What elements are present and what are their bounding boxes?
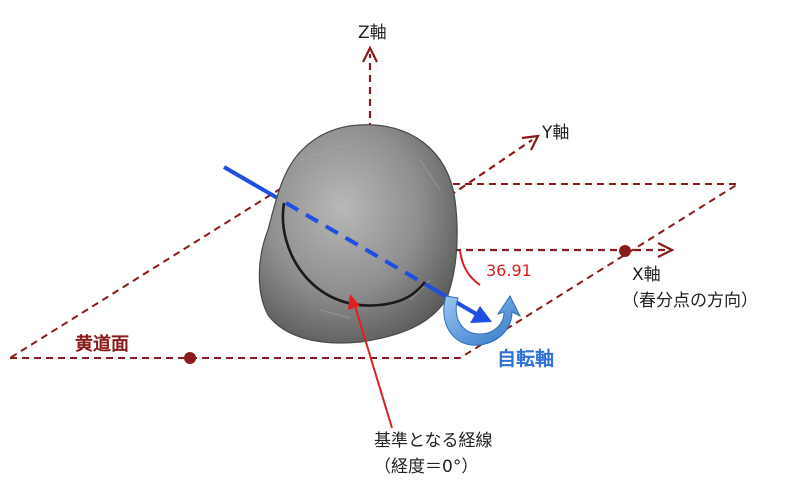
ecliptic-plane-dot: [184, 352, 196, 364]
z-axis-label: Z軸: [358, 23, 387, 43]
y-axis-label: Y軸: [541, 123, 569, 143]
angle-value-label: 36.91: [486, 261, 532, 280]
reference-meridian-label: 基準となる経線: [374, 431, 493, 451]
ecliptic-plane: [6, 183, 742, 359]
spin-axis-label: 自転軸: [497, 347, 554, 370]
ecliptic-plane-label: 黄道面: [75, 333, 129, 355]
spin-axis-arrowhead: [470, 306, 492, 323]
x-axis-vernal-dot: [619, 245, 631, 257]
rotation-arrow: [443, 295, 522, 346]
asteroid-body: [258, 124, 458, 344]
x-axis-note: （春分点の方向）: [622, 291, 758, 311]
meridian-pointer-arrowhead: [348, 294, 360, 310]
z-axis-arrowhead: [362, 45, 378, 63]
x-axis-label: X軸: [632, 265, 661, 285]
angle-arc: [459, 249, 481, 286]
reference-meridian-note: （経度＝0°）: [374, 457, 478, 477]
meridian-pointer-line: [354, 305, 393, 429]
y-axis-arrowhead: [521, 134, 540, 151]
spin-axis-upper: [222, 165, 288, 205]
spin-axis-dashed: [284, 201, 432, 289]
x-axis-arrowhead: [657, 242, 675, 258]
